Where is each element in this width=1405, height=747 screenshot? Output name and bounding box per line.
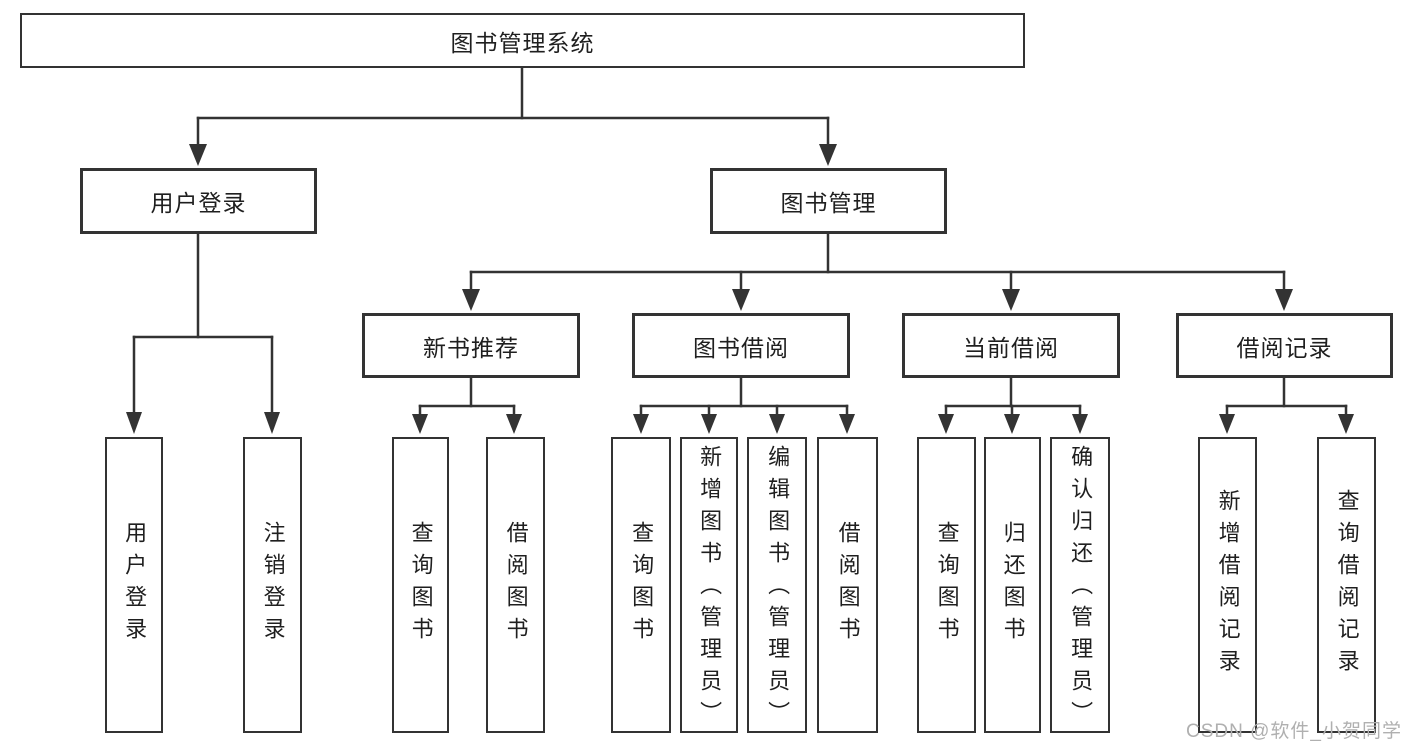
leaf-query-book-recommend: 查询图书 xyxy=(392,437,449,733)
watermark-text: CSDN @软件_小贺同学 xyxy=(1186,721,1402,742)
leaf-add-borrow-record: 新增借阅记录 xyxy=(1198,437,1257,733)
leaf-return-book: 归还图书 xyxy=(984,437,1041,733)
leaf-borrow-book-recommend: 借阅图书 xyxy=(486,437,545,733)
leaf-add-book-admin: 新增图书（管理员） xyxy=(680,437,738,733)
node-book-management: 图书管理 xyxy=(710,168,947,234)
leaf-confirm-return-admin: 确认归还（管理员） xyxy=(1050,437,1110,733)
leaf-query-book-borrow: 查询图书 xyxy=(611,437,671,733)
leaf-edit-book-admin: 编辑图书（管理员） xyxy=(747,437,807,733)
leaf-query-book-current: 查询图书 xyxy=(917,437,976,733)
node-user-login: 用户登录 xyxy=(80,168,317,234)
node-root-system: 图书管理系统 xyxy=(20,13,1025,68)
node-new-book-recommend: 新书推荐 xyxy=(362,313,580,378)
leaf-logout: 注销登录 xyxy=(243,437,302,733)
arrowheads xyxy=(126,144,1354,434)
node-borrow-records: 借阅记录 xyxy=(1176,313,1393,378)
node-current-borrow: 当前借阅 xyxy=(902,313,1120,378)
node-book-borrow: 图书借阅 xyxy=(632,313,850,378)
leaf-user-login: 用户登录 xyxy=(105,437,163,733)
leaf-query-borrow-record: 查询借阅记录 xyxy=(1317,437,1376,733)
leaf-borrow-book: 借阅图书 xyxy=(817,437,878,733)
